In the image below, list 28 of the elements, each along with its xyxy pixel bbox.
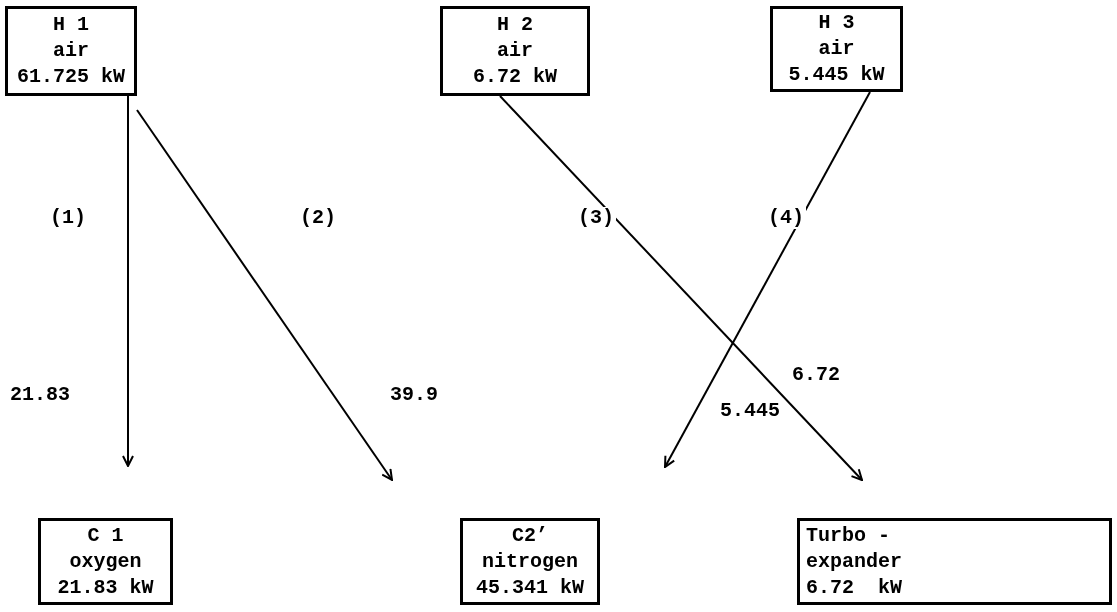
- node-label: 45.341 kW: [475, 574, 585, 601]
- node-label: H 3: [817, 10, 856, 36]
- node-label: air: [52, 38, 90, 64]
- node-label: C 1: [86, 522, 125, 549]
- arrow: [136, 109, 393, 481]
- process-box: [5, 6, 137, 96]
- node-label: air: [496, 38, 534, 64]
- node-label: 21.83 kW: [56, 574, 155, 601]
- node-label: C2’: [511, 522, 549, 549]
- node-label: 6.72 kW: [806, 574, 903, 601]
- process-box: [38, 518, 173, 605]
- node-label: 61.725 kW: [16, 64, 126, 90]
- node-label: H 2: [496, 12, 534, 38]
- node-label: Turbo -: [806, 522, 891, 549]
- node-label: expander: [806, 548, 903, 575]
- arrow: [499, 95, 863, 481]
- process-box: [440, 6, 590, 96]
- node-label: air: [817, 36, 856, 62]
- arrow: [664, 91, 871, 468]
- node-label: nitrogen: [481, 548, 579, 575]
- node-label: oxygen: [68, 548, 143, 575]
- process-box: [460, 518, 600, 605]
- node-label: 5.445 kW: [787, 62, 886, 88]
- arrow: [122, 95, 134, 467]
- node-label: H 1: [52, 12, 90, 38]
- process-box: [797, 518, 1112, 605]
- node-label: 6.72 kW: [472, 64, 558, 90]
- process-box: [770, 6, 903, 92]
